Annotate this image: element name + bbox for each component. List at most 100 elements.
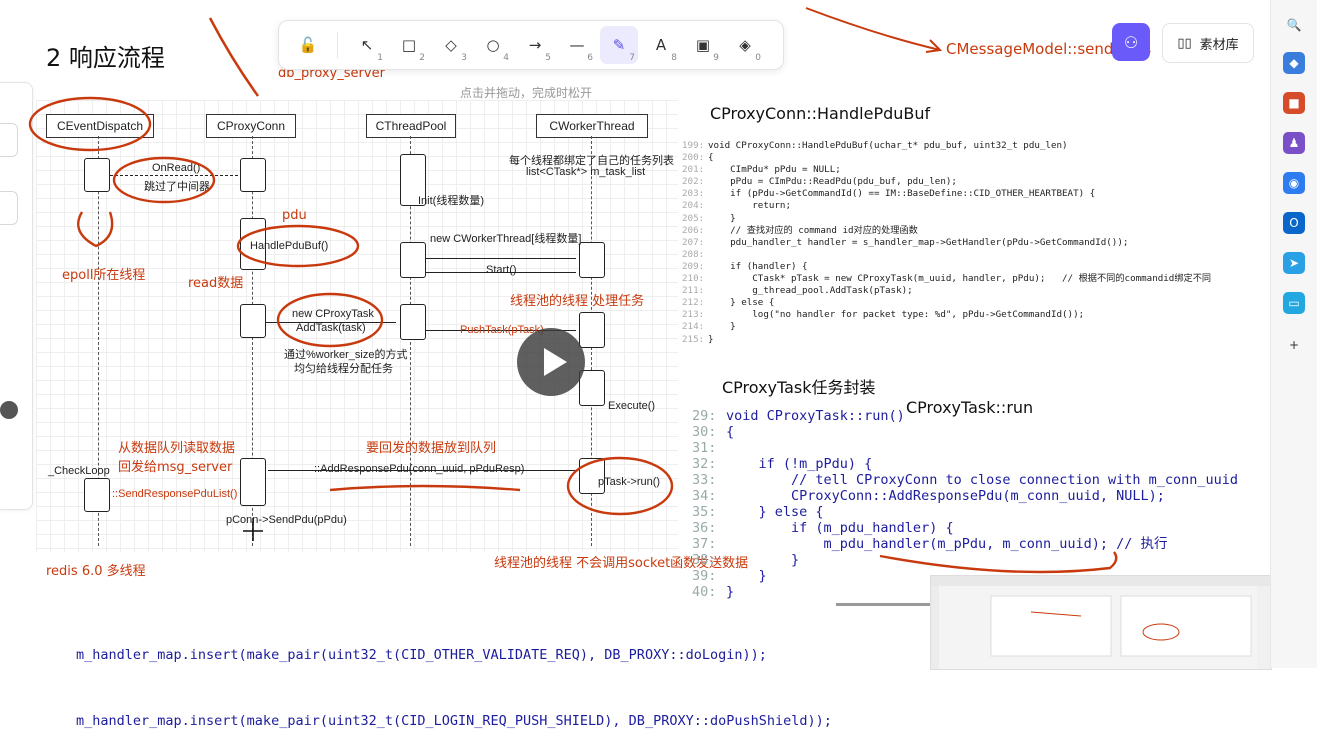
search-icon[interactable]: 🔍 (1283, 14, 1305, 36)
tool-line[interactable]: —6 (558, 26, 596, 64)
lifeline-header: CWorkerThread (536, 114, 648, 138)
line-number: 212: (682, 297, 705, 309)
tool-shortcut: 6 (587, 53, 593, 63)
message-arrow (426, 258, 576, 259)
toolbox-icon[interactable]: ■ (1283, 92, 1305, 114)
line-number: 203: (682, 188, 705, 200)
code-text: return; (708, 200, 791, 212)
diagram-label: Init(线程数量) (418, 195, 484, 207)
message-arrow (426, 330, 576, 331)
arrow-icon: → (528, 36, 542, 54)
tool-eraser[interactable]: ◈0 (726, 26, 764, 64)
line-number: 201: (682, 164, 705, 176)
select-arrow-icon: ↖ (360, 36, 374, 54)
minimap-thumbnail[interactable] (930, 575, 1272, 670)
code-line: 38: } (692, 552, 1238, 568)
collab-button[interactable]: ⚇ (1112, 23, 1150, 61)
code-text: { (708, 152, 714, 164)
activation-box (400, 242, 426, 278)
line-number: 211: (682, 285, 705, 297)
code-line: 32: if (!m_pPdu) { (692, 456, 1238, 472)
activation-box (400, 154, 426, 206)
code-line: 210: CTask* pTask = new CProxyTask(m_uui… (682, 273, 1211, 285)
tool-shortcut: 2 (419, 53, 425, 63)
diagram-label: PushTask(pTask) (460, 324, 544, 336)
code-line: 40:} (692, 584, 1238, 600)
text-icon: A (655, 36, 667, 54)
divider (836, 603, 931, 606)
code-text: } (726, 584, 735, 600)
toolbar-separator (337, 32, 338, 58)
color-dot-icon[interactable] (0, 401, 18, 419)
tool-circle[interactable]: ○4 (474, 26, 512, 64)
line-number: 204: (682, 200, 705, 212)
line-number: 200: (682, 152, 705, 164)
code-handler-map: m_handler_map.insert(make_pair(uint32_t(… (76, 600, 832, 754)
code-text: void CProxyConn::HandlePduBuf(uchar_t* p… (708, 140, 1068, 151)
ink-strokes (208, 7, 943, 97)
drag-hint: 点击并拖动，完成时松开 (460, 86, 593, 100)
diagram-label: HandlePduBuf() (250, 240, 329, 252)
crosshair-cursor-icon (243, 521, 263, 541)
user-chess-icon[interactable]: ♟ (1283, 132, 1305, 154)
line-number: 36: (692, 520, 717, 536)
code-line: 37: m_pdu_handler(m_pPdu, m_conn_uuid); … (692, 536, 1238, 552)
tool-lock[interactable]: 🔓 (289, 26, 327, 64)
send-icon[interactable]: ➤ (1283, 252, 1305, 274)
code-title: CProxyConn::HandlePduBuf (710, 104, 931, 123)
code-text: CProxyConn::AddResponsePdu(m_conn_uuid, … (726, 488, 1165, 504)
code-text: } else { (726, 504, 824, 520)
annotation-cmessagemodel: CMessageModel::sendMess (946, 40, 1152, 58)
line-number: 202: (682, 176, 705, 188)
play-button[interactable] (517, 328, 585, 396)
line-number: 207: (682, 236, 705, 248)
message-arrow (110, 175, 238, 176)
diagram-label: OnRead() (152, 162, 201, 174)
tag-icon[interactable]: ◆ (1283, 52, 1305, 74)
left-panel-tool[interactable] (0, 191, 18, 225)
code-line: 207: pdu_handler_t handler = s_handler_m… (682, 237, 1211, 249)
code-text: CImPdu* pPdu = NULL; (708, 164, 841, 176)
line-number: 209: (682, 260, 705, 272)
code-subtitle: CProxyTask::run (906, 398, 1034, 417)
bilibili-icon[interactable]: ▭ (1283, 292, 1305, 314)
diagram-label: 均匀给线程分配任务 (294, 363, 393, 375)
code-line: 31: (692, 440, 1238, 456)
add-icon[interactable]: + (1283, 334, 1305, 356)
line-number: 205: (682, 212, 705, 224)
sequence-diagram: CEventDispatch CProxyConn CThreadPool CW… (36, 100, 678, 552)
code-line: 34: CProxyConn::AddResponsePdu(m_conn_uu… (692, 488, 1238, 504)
tool-image[interactable]: ▣9 (684, 26, 722, 64)
diagram-label: list<CTask*> m_task_list (526, 166, 646, 178)
tool-pencil[interactable]: ✎7 (600, 26, 638, 64)
collab-icon: ⚇ (1123, 32, 1139, 52)
activation-box (84, 478, 110, 512)
code-line: 33: // tell CProxyConn to close connecti… (692, 472, 1238, 488)
annotation: 要回发的数据放到队列 (366, 441, 497, 456)
message-arrow (266, 322, 396, 323)
tool-shortcut: 3 (461, 53, 467, 63)
line-number: 37: (692, 536, 717, 552)
code-handlepdubuf: 199:void CProxyConn::HandlePduBuf(uchar_… (682, 140, 1211, 346)
annotation: 从数据队列读取数据 (118, 441, 236, 456)
tool-rectangle[interactable]: □2 (390, 26, 428, 64)
diagram-label: 通过%worker_size的方式 (284, 349, 408, 361)
code-text: } (708, 321, 736, 333)
copilot-icon[interactable]: ◉ (1283, 172, 1305, 194)
left-panel-tool[interactable] (0, 123, 18, 157)
annotation: epoll所在线程 (62, 268, 146, 283)
line-number: 206: (682, 224, 705, 236)
library-button[interactable]: ▯▯ 素材库 (1162, 23, 1254, 63)
tool-arrow[interactable]: →5 (516, 26, 554, 64)
tool-shortcut: 8 (671, 53, 677, 63)
tool-select-arrow[interactable]: ↖1 (348, 26, 386, 64)
activation-box (579, 242, 605, 278)
diamond-icon: ◇ (445, 36, 457, 54)
tool-diamond[interactable]: ◇3 (432, 26, 470, 64)
lifeline (252, 136, 253, 546)
code-line: 30:{ (692, 424, 1238, 440)
line-number: 38: (692, 552, 717, 568)
outlook-icon[interactable]: O (1283, 212, 1305, 234)
